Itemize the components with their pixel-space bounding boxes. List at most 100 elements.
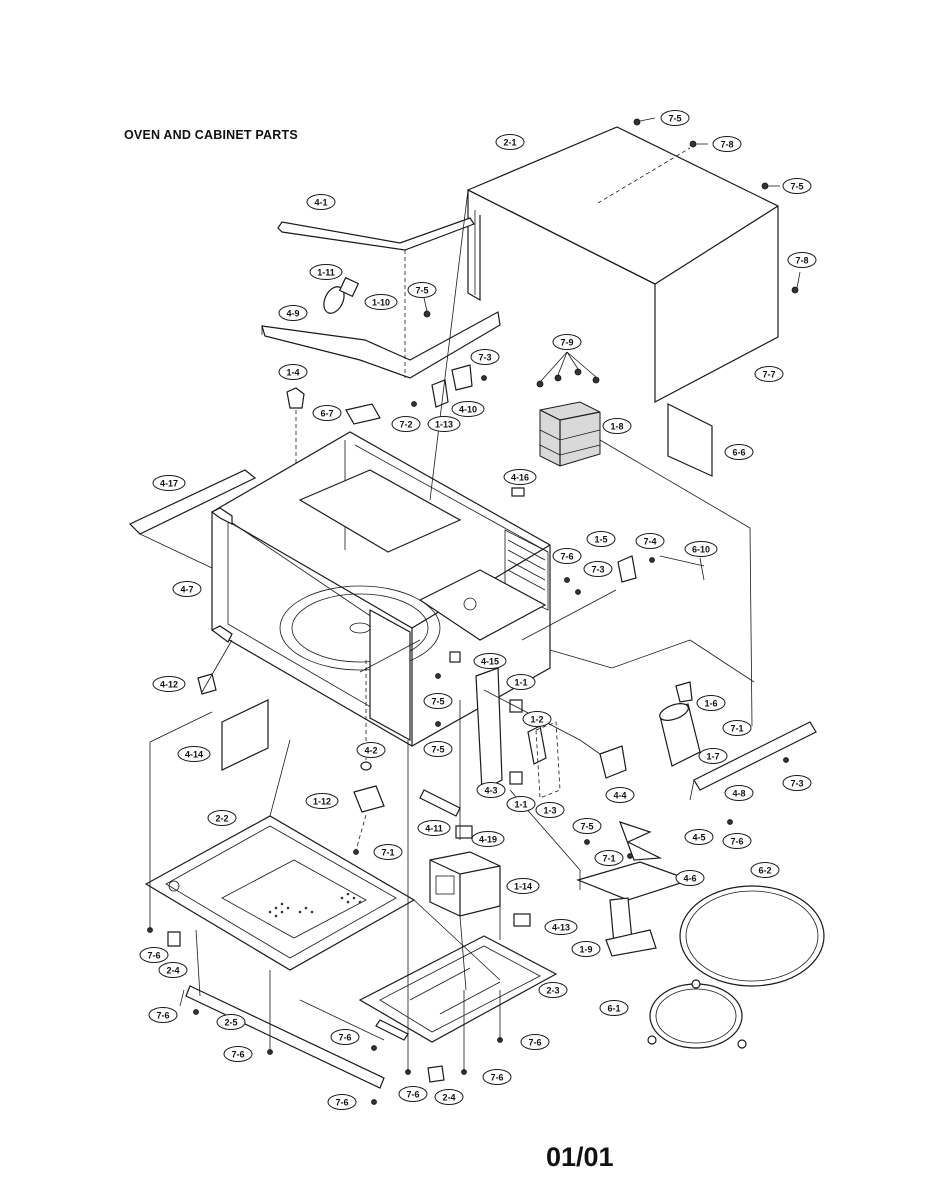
- callout-4-17: 4-17: [152, 475, 186, 491]
- callout-7-1: 7-1: [594, 850, 624, 866]
- callout-bubble: [278, 305, 308, 321]
- callout-label: 7-2: [399, 420, 412, 430]
- callout-label: 7-7: [762, 370, 775, 380]
- callout-label: 1-12: [313, 797, 331, 807]
- callout-2-4: 2-4: [158, 962, 188, 978]
- callout-4-5: 4-5: [684, 829, 714, 845]
- callout-label: 7-1: [381, 848, 394, 858]
- callout-bubble: [722, 720, 752, 736]
- callout-bubble: [330, 1029, 360, 1045]
- oven-cavity: [210, 431, 551, 747]
- callout-4-15: 4-15: [473, 653, 507, 669]
- callout-6-1: 6-1: [599, 1000, 629, 1016]
- callout-7-5: 7-5: [423, 693, 453, 709]
- callout-6-10: 6-10: [684, 541, 718, 557]
- callout-bubble: [495, 134, 525, 150]
- label-6-7: [345, 403, 381, 425]
- callout-label: 7-6: [335, 1098, 348, 1108]
- callout-7-6: 7-6: [482, 1069, 512, 1085]
- callout-label: 7-3: [478, 353, 491, 363]
- callout-bubble: [724, 785, 754, 801]
- callout-bubble: [312, 405, 342, 421]
- callout-7-6: 7-6: [223, 1046, 253, 1062]
- callout-label: 4-11: [425, 824, 443, 834]
- callout-label: 4-2: [364, 746, 377, 756]
- callout-4-14: 4-14: [177, 746, 211, 762]
- callout-4-6: 4-6: [675, 870, 705, 886]
- callout-bubble: [223, 1046, 253, 1062]
- callout-label: 1-11: [317, 268, 335, 278]
- callout-bubble: [520, 1034, 550, 1050]
- callout-label: 7-1: [730, 724, 743, 734]
- callout-bubble: [522, 711, 552, 727]
- callout-label: 7-6: [231, 1050, 244, 1060]
- callout-bubble: [787, 252, 817, 268]
- callout-bubble: [506, 796, 536, 812]
- callout-bubble: [635, 533, 665, 549]
- callout-bubble: [417, 820, 451, 836]
- top-rail-4-1: [277, 217, 475, 251]
- part-4-4: [599, 745, 627, 779]
- callout-label: 1-14: [514, 882, 532, 892]
- high-voltage-capacitor: [659, 681, 701, 767]
- callout-label: 4-6: [683, 874, 696, 884]
- oven-lamp: [323, 276, 360, 314]
- callout-bubble: [423, 741, 453, 757]
- callout-label: 7-5: [668, 114, 681, 124]
- callout-4-16: 4-16: [503, 469, 537, 485]
- callout-label: 7-8: [720, 140, 733, 150]
- callout-bubble: [750, 862, 780, 878]
- callout-label: 4-12: [160, 680, 178, 690]
- callout-7-3: 7-3: [583, 561, 613, 577]
- callout-bubble: [207, 810, 237, 826]
- callout-label: 7-6: [147, 951, 160, 961]
- callout-7-6: 7-6: [327, 1094, 357, 1110]
- callout-label: 7-5: [790, 182, 803, 192]
- callout-label: 1-9: [579, 945, 592, 955]
- callout-bubble: [572, 818, 602, 834]
- callout-label: 6-1: [607, 1004, 620, 1014]
- roller-ring: [647, 979, 747, 1049]
- callout-label: 1-7: [706, 752, 719, 762]
- callout-7-4: 7-4: [635, 533, 665, 549]
- callout-bubble: [503, 469, 537, 485]
- high-voltage-transformer-1-8: [536, 351, 601, 467]
- callout-7-1: 7-1: [373, 844, 403, 860]
- callout-1-1: 1-1: [506, 674, 536, 690]
- part-4-13: [513, 913, 531, 927]
- callout-label: 7-5: [415, 286, 428, 296]
- callout-label: 7-3: [790, 779, 803, 789]
- callout-7-6: 7-6: [330, 1029, 360, 1045]
- callout-label: 1-1: [514, 678, 527, 688]
- callout-label: 4-14: [185, 750, 203, 760]
- callout-1-4: 1-4: [278, 364, 308, 380]
- callout-7-5: 7-5: [660, 110, 690, 126]
- callout-bubble: [571, 941, 601, 957]
- callout-4-11: 4-11: [417, 820, 451, 836]
- callout-label: 4-3: [484, 786, 497, 796]
- callout-4-2: 4-2: [356, 742, 386, 758]
- callout-bubble: [594, 850, 624, 866]
- callout-bubble: [427, 416, 461, 432]
- callout-label: 1-3: [543, 806, 556, 816]
- callout-bubble: [177, 746, 211, 762]
- callout-7-1: 7-1: [722, 720, 752, 736]
- callout-7-6: 7-6: [148, 1007, 178, 1023]
- callout-bubble: [698, 748, 728, 764]
- front-strip-4-17: [128, 469, 257, 535]
- callout-label: 7-4: [643, 537, 656, 547]
- callout-bubble: [139, 947, 169, 963]
- callout-4-12: 4-12: [152, 676, 186, 692]
- callout-label: 6-6: [732, 448, 745, 458]
- callout-label: 4-4: [613, 791, 626, 801]
- page-number: 01/01: [546, 1142, 614, 1172]
- callout-4-9: 4-9: [278, 305, 308, 321]
- callout-bubble: [152, 475, 186, 491]
- callout-label: 4-16: [511, 473, 529, 483]
- callout-bubble: [583, 561, 613, 577]
- callout-bubble: [599, 1000, 629, 1016]
- callout-bubble: [278, 364, 308, 380]
- callout-label: 7-6: [406, 1090, 419, 1100]
